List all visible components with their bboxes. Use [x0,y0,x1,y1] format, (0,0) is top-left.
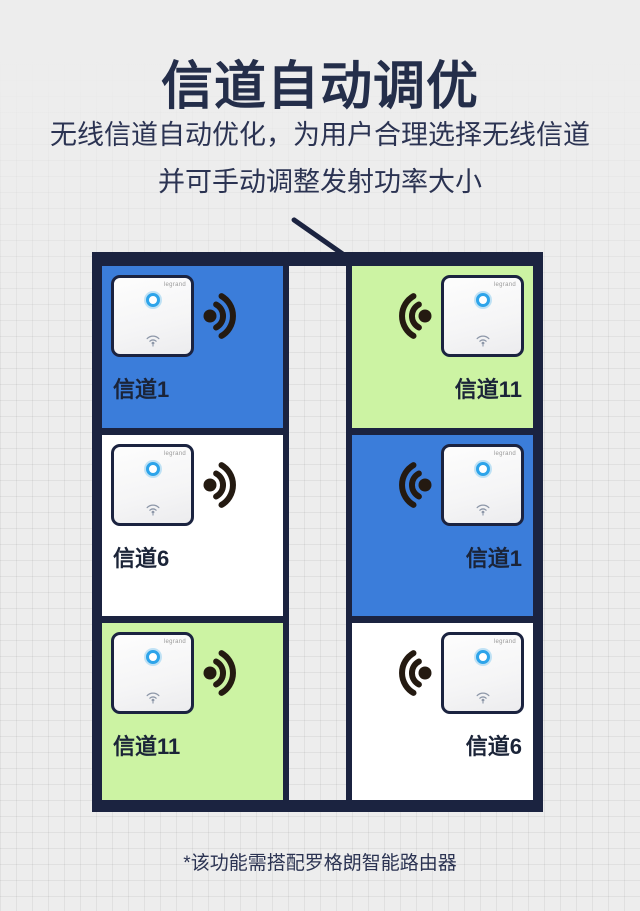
room-right-middle: legrand [352,435,533,616]
channel-label: 信道11 [113,734,181,759]
brand-label: legrand [493,639,516,645]
power-ring-icon [475,293,490,307]
channel-label: 信道6 [113,546,170,571]
brand-label: legrand [493,451,516,457]
wifi-icon [146,692,159,704]
signal-waves-left-icon [399,293,432,339]
ap-and-signal: legrand [111,444,275,526]
page-title: 信道自动调优 [160,58,479,116]
subtitle-line-1: 无线信道自动优化，为用户合理选择无线信道 [50,120,590,150]
wifi-icon [146,335,159,347]
floorplan: legrand [92,252,543,812]
ap-and-signal: legrand [111,275,275,357]
wifi-icon [476,692,489,704]
room-left-top: legrand [102,266,283,428]
hallway [281,252,354,812]
channel-label: 信道11 [454,377,522,402]
power-ring-icon [145,650,160,664]
wifi-icon [476,504,489,516]
wifi-icon [476,335,489,347]
power-ring-icon [145,293,160,307]
wall-ap-device: legrand [441,275,524,357]
signal-waves-left-icon [399,650,432,696]
wifi-icon [146,504,159,516]
ap-and-signal: legrand [360,444,524,526]
footnote: *该功能需搭配罗格朗智能路由器 [183,853,457,874]
subtitle: 无线信道自动优化，为用户合理选择无线信道 并可手动调整发射功率大小 [0,112,640,206]
ap-and-signal: legrand [360,632,524,714]
brand-label: legrand [163,282,186,288]
brand-label: legrand [163,639,186,645]
room-column-left: legrand [92,252,289,812]
wall-ap-device: legrand [111,275,194,357]
power-ring-icon [475,462,490,476]
wall-ap-device: legrand [441,444,524,526]
room-right-bottom: legrand [352,623,533,800]
signal-waves-left-icon [399,462,432,508]
signal-waves-right-icon [203,650,236,696]
brand-label: legrand [163,451,186,457]
power-ring-icon [145,462,160,476]
brand-label: legrand [493,282,516,288]
room-left-middle: legrand [102,435,283,616]
subtitle-line-2: 并可手动调整发射功率大小 [158,167,482,197]
signal-waves-right-icon [203,293,236,339]
channel-label: 信道6 [465,734,522,759]
power-ring-icon [475,650,490,664]
hallway-top-wall [281,252,354,266]
channel-label: 信道1 [113,377,170,402]
ap-and-signal: legrand [111,632,275,714]
room-right-top: legrand [352,266,533,428]
wall-ap-device: legrand [111,632,194,714]
room-left-bottom: legrand [102,623,283,800]
ap-and-signal: legrand [360,275,524,357]
hallway-bottom-wall [281,800,354,812]
wall-ap-device: legrand [441,632,524,714]
signal-waves-right-icon [203,462,236,508]
wall-ap-device: legrand [111,444,194,526]
channel-label: 信道1 [465,546,522,571]
room-column-right: legrand [346,252,543,812]
